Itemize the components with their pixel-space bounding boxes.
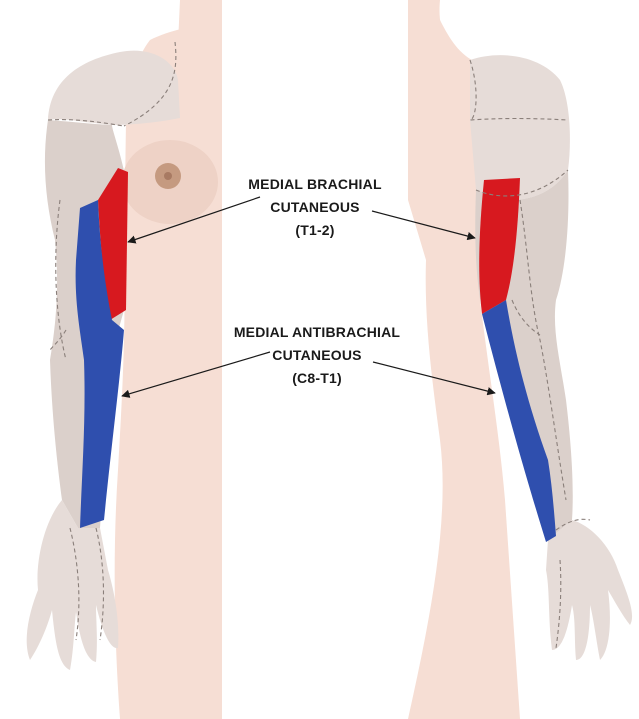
posterior-neck — [408, 0, 452, 52]
label-antibrachial-line3: (C8-T1) — [292, 370, 342, 386]
label-antibrachial-line1: MEDIAL ANTIBRACHIAL — [234, 324, 401, 340]
anterior-nipple-center — [164, 172, 172, 180]
posterior-hand — [546, 520, 632, 660]
label-brachial-line2: CUTANEOUS — [270, 199, 359, 215]
anterior-view — [27, 0, 222, 719]
label-brachial-line1: MEDIAL BRACHIAL — [248, 176, 382, 192]
anterior-hand — [27, 500, 119, 670]
label-brachial-line3: (T1-2) — [295, 222, 334, 238]
posterior-view — [408, 0, 632, 719]
anterior-shoulder — [48, 51, 180, 125]
label-antibrachial-line2: CUTANEOUS — [272, 347, 361, 363]
